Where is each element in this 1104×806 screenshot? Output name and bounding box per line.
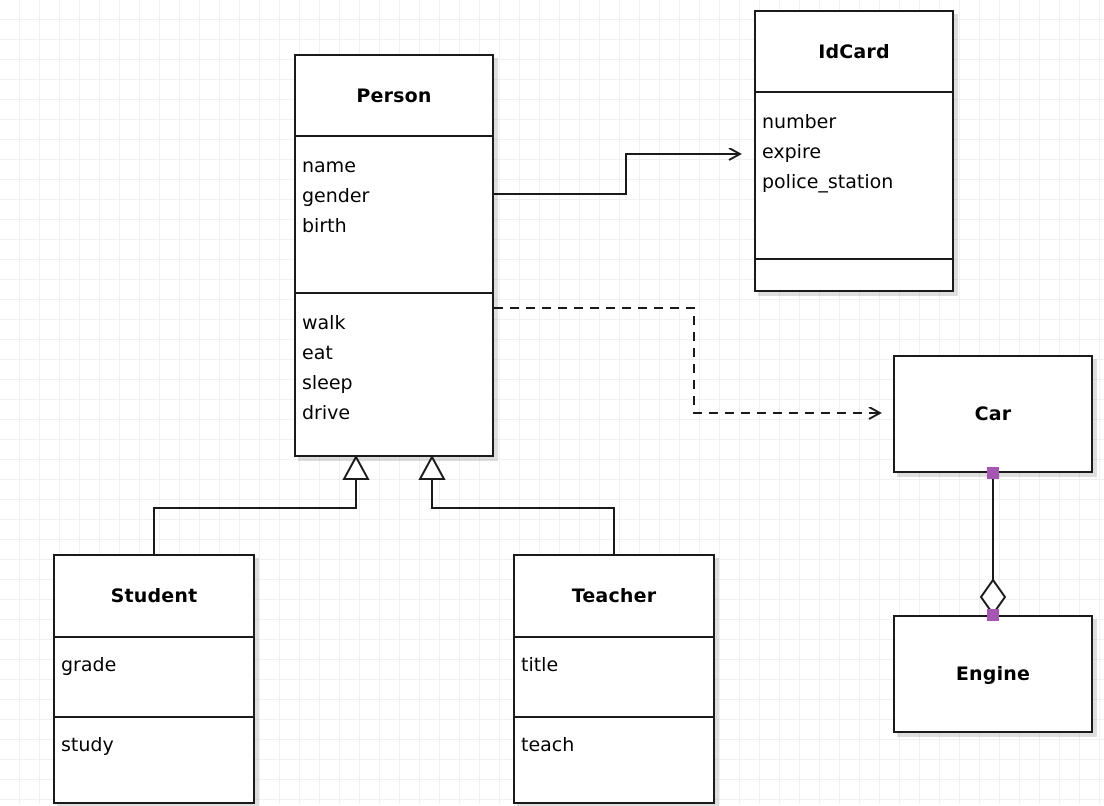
- method-item: eat: [302, 342, 333, 364]
- methods-person: walk eat sleep drive: [296, 292, 492, 457]
- attribute-item: gender: [302, 185, 370, 207]
- attribute-item: name: [302, 155, 356, 177]
- class-name-idcard: IdCard: [818, 40, 890, 63]
- method-item: sleep: [302, 372, 353, 394]
- attributes-teacher: title: [515, 636, 713, 716]
- attributes-person: name gender birth: [296, 135, 492, 292]
- association-person-idcard[interactable]: [494, 154, 740, 195]
- attribute-item: grade: [61, 654, 117, 676]
- endpoint-handle-engine[interactable]: [987, 609, 999, 621]
- class-name-engine: Engine: [955, 663, 1031, 685]
- methods-student: study: [55, 716, 253, 806]
- attribute-item: police_station: [762, 171, 894, 193]
- class-box-idcard[interactable]: IdCard number expire police_station: [754, 10, 954, 292]
- class-box-person[interactable]: Person name gender birth walk eat sleep …: [294, 54, 494, 457]
- class-box-engine[interactable]: Engine: [893, 615, 1093, 733]
- method-item: study: [61, 734, 114, 756]
- method-item: walk: [302, 312, 346, 334]
- methods-idcard: [756, 258, 952, 294]
- attribute-item: number: [762, 111, 837, 133]
- class-box-car[interactable]: Car: [893, 355, 1093, 473]
- class-name-person: Person: [356, 84, 432, 107]
- class-name-teacher: Teacher: [571, 585, 657, 607]
- methods-teacher: teach: [515, 716, 713, 806]
- generalization-teacher-person[interactable]: [418, 454, 615, 554]
- attribute-item: birth: [302, 215, 347, 237]
- attribute-item: expire: [762, 141, 822, 163]
- aggregation-car-engine[interactable]: [979, 473, 1007, 616]
- class-box-student[interactable]: Student grade study: [53, 554, 255, 804]
- attribute-item: title: [521, 654, 559, 676]
- generalization-student-person[interactable]: [153, 454, 370, 554]
- dependency-person-car[interactable]: [494, 307, 880, 413]
- endpoint-handle-car[interactable]: [987, 467, 999, 479]
- attributes-idcard: number expire police_station: [756, 91, 952, 258]
- class-name-car: Car: [974, 403, 1012, 425]
- class-box-teacher[interactable]: Teacher title teach: [513, 554, 715, 804]
- method-item: drive: [302, 402, 351, 424]
- attributes-student: grade: [55, 636, 253, 716]
- method-item: teach: [521, 734, 575, 756]
- class-name-student: Student: [110, 585, 198, 607]
